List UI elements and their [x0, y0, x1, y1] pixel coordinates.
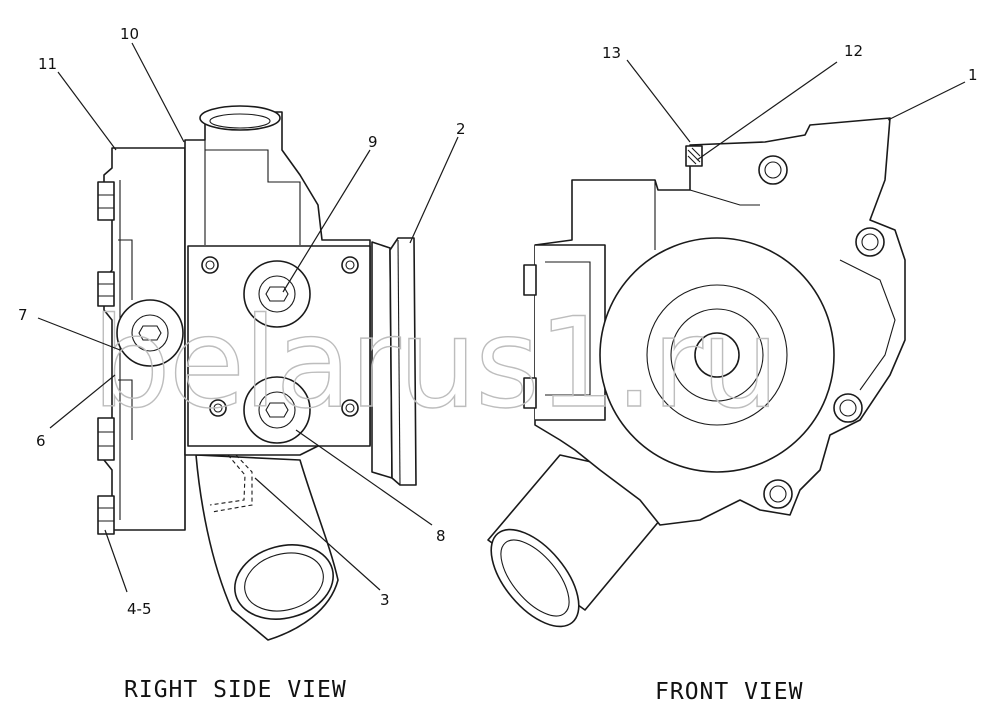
inlet-neck-top [199, 105, 281, 131]
leader-lines [37, 42, 966, 593]
callout-1: 1 [968, 66, 978, 84]
callout-11: 11 [38, 55, 57, 73]
outlet-port-inner [244, 552, 324, 612]
plug-lower [243, 376, 311, 444]
callout-2: 2 [456, 120, 466, 138]
right-side-view-drawing [97, 105, 417, 641]
pulley [371, 237, 417, 486]
callout-labels: 1 2 3 4-5 6 7 8 9 10 11 12 13 [18, 25, 978, 618]
callout-9: 9 [368, 133, 378, 151]
front-view-drawing [487, 117, 906, 628]
callout-8: 8 [436, 527, 446, 545]
right-side-view-caption: RIGHT SIDE VIEW [124, 677, 347, 703]
callout-6: 6 [36, 432, 46, 450]
hidden-passage-lines [209, 454, 253, 513]
vent-fitting [685, 145, 703, 167]
front-view-caption: FRONT VIEW [655, 679, 803, 705]
drain-boss [116, 299, 184, 367]
watermark: belarus1.ru [92, 292, 778, 436]
callout-12: 12 [844, 42, 863, 60]
callout-13: 13 [602, 44, 621, 62]
callout-4-5: 4-5 [127, 600, 152, 618]
cover-bolts [97, 181, 115, 535]
callout-10: 10 [120, 25, 139, 43]
callout-3: 3 [380, 591, 390, 609]
callout-7: 7 [18, 306, 28, 324]
plug-upper [243, 260, 311, 328]
front-outlet-port [490, 528, 580, 628]
